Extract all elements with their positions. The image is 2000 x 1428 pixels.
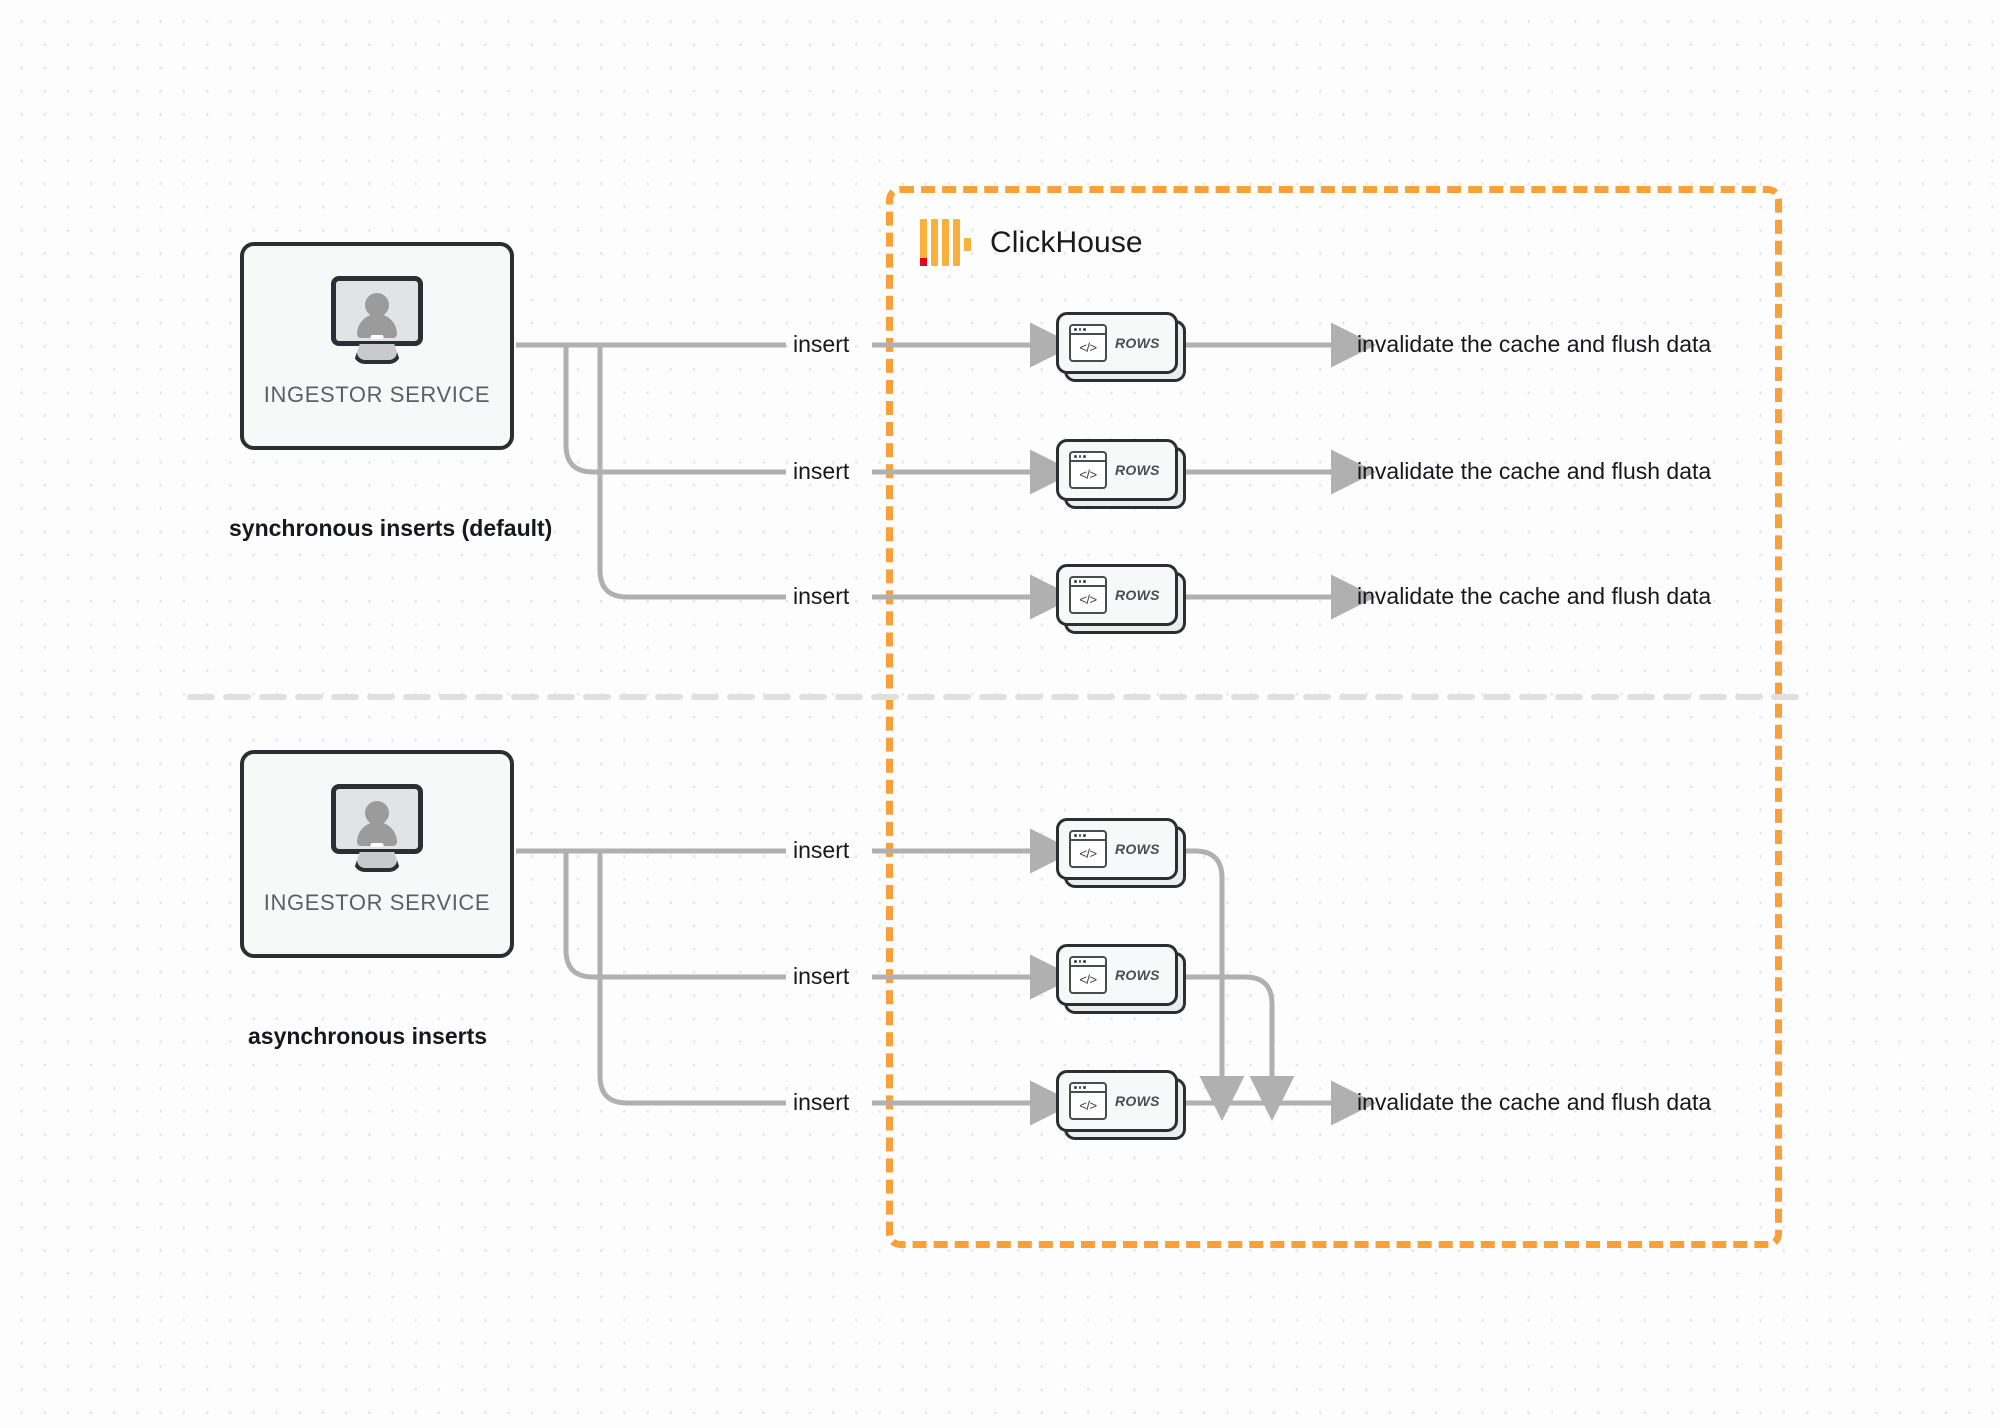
flush-label-async-merged: invalidate the cache and flush data bbox=[1357, 1089, 1712, 1115]
edge-label-insert-sync-1: insert bbox=[793, 331, 850, 357]
rows-node-label: ROWS bbox=[1115, 335, 1160, 351]
edge-label-insert-sync-3: insert bbox=[793, 583, 850, 609]
edge-label-insert-async-2: insert bbox=[793, 963, 850, 989]
ingestor-service-label-sync: INGESTOR SERVICE bbox=[263, 382, 491, 407]
code-window-icon: </> bbox=[1069, 1082, 1107, 1120]
code-window-icon: </> bbox=[1069, 324, 1107, 362]
flush-label-sync-1: invalidate the cache and flush data bbox=[1357, 331, 1712, 357]
rows-node-sync-1[interactable]: </> ROWS bbox=[1056, 312, 1186, 382]
section-caption-sync: synchronous inserts (default) bbox=[229, 515, 553, 541]
rows-node-async-2[interactable]: </> ROWS bbox=[1056, 944, 1186, 1014]
edge-label-insert-sync-2: insert bbox=[793, 458, 850, 484]
flush-label-sync-2: invalidate the cache and flush data bbox=[1357, 458, 1712, 484]
rows-node-label: ROWS bbox=[1115, 967, 1160, 983]
edge-label-insert-async-3: insert bbox=[793, 1089, 850, 1115]
ingestor-service-label-async: INGESTOR SERVICE bbox=[263, 890, 491, 915]
rows-node-sync-2[interactable]: </> ROWS bbox=[1056, 439, 1186, 509]
code-window-icon: </> bbox=[1069, 576, 1107, 614]
section-caption-async: asynchronous inserts bbox=[248, 1023, 488, 1049]
monitor-user-icon bbox=[329, 276, 425, 364]
clickhouse-boundary bbox=[886, 186, 1782, 1248]
code-window-icon: </> bbox=[1069, 830, 1107, 868]
code-window-icon: </> bbox=[1069, 956, 1107, 994]
code-window-icon: </> bbox=[1069, 451, 1107, 489]
rows-node-sync-3[interactable]: </> ROWS bbox=[1056, 564, 1186, 634]
clickhouse-logo-icon bbox=[920, 219, 971, 266]
rows-node-async-3[interactable]: </> ROWS bbox=[1056, 1070, 1186, 1140]
rows-node-label: ROWS bbox=[1115, 841, 1160, 857]
rows-node-label: ROWS bbox=[1115, 587, 1160, 603]
ingestor-service-async[interactable]: INGESTOR SERVICE bbox=[240, 750, 514, 958]
flush-label-sync-3: invalidate the cache and flush data bbox=[1357, 583, 1712, 609]
edge-label-insert-async-1: insert bbox=[793, 837, 850, 863]
monitor-user-icon bbox=[329, 784, 425, 872]
ingestor-service-sync[interactable]: INGESTOR SERVICE bbox=[240, 242, 514, 450]
clickhouse-brand: ClickHouse bbox=[920, 219, 1143, 266]
rows-node-async-1[interactable]: </> ROWS bbox=[1056, 818, 1186, 888]
rows-node-label: ROWS bbox=[1115, 462, 1160, 478]
rows-node-label: ROWS bbox=[1115, 1093, 1160, 1109]
clickhouse-brand-label: ClickHouse bbox=[990, 225, 1143, 259]
